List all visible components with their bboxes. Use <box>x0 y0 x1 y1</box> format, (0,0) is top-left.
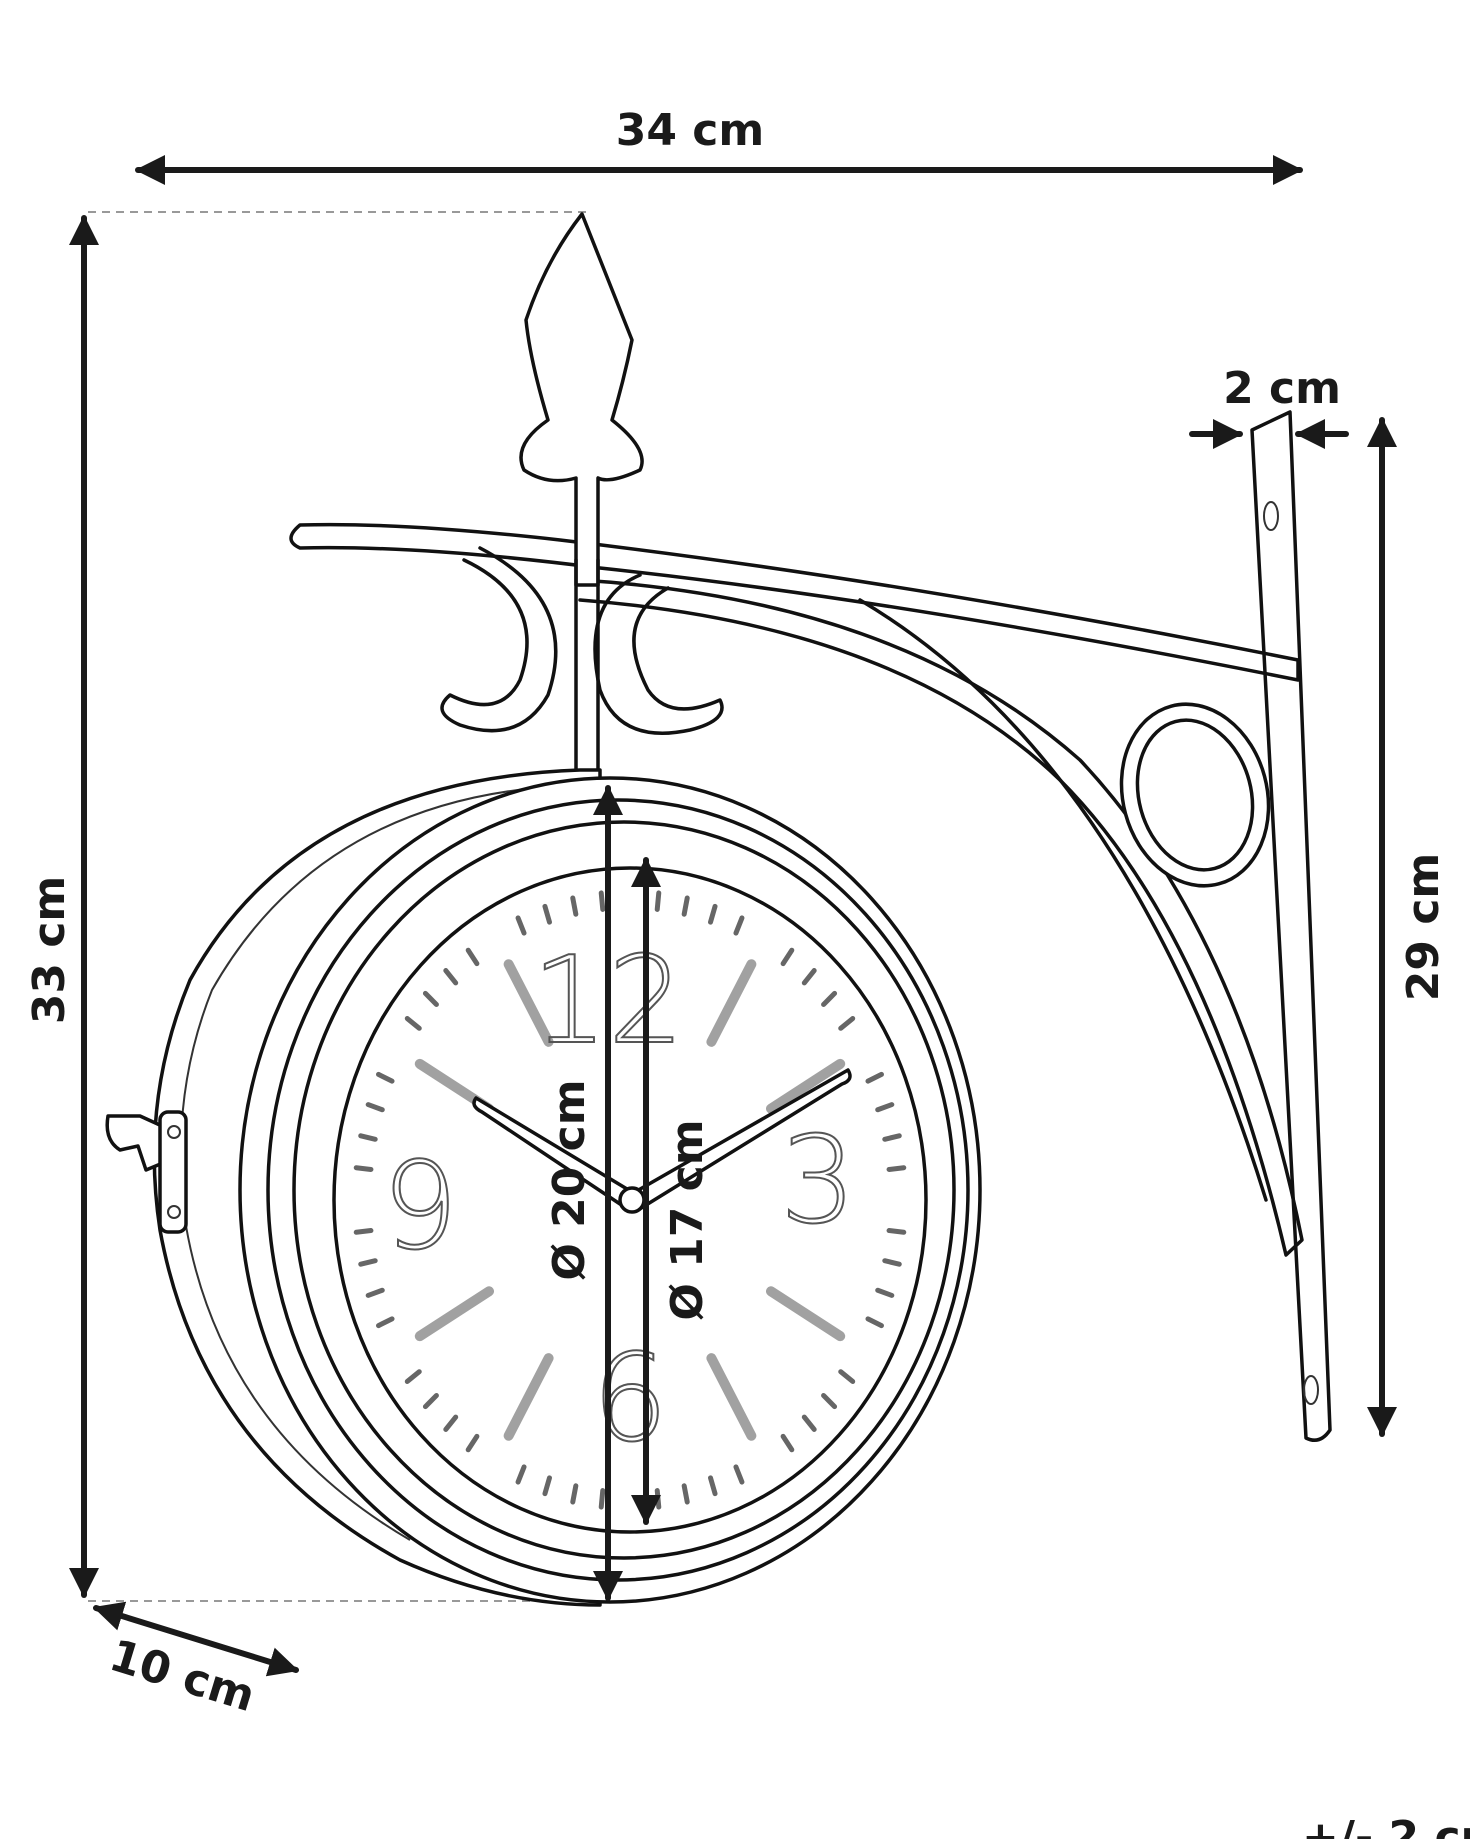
decorative-scrolls <box>440 546 724 772</box>
minute-tick <box>865 1071 884 1084</box>
outer-diameter-label: Ø 20 cm <box>544 1079 595 1280</box>
hour-marker <box>765 1286 846 1342</box>
minute-hand <box>626 1068 852 1212</box>
minute-tick <box>886 1165 907 1172</box>
minute-tick <box>465 947 480 967</box>
minute-tick <box>821 1392 838 1410</box>
width-label: 34 cm <box>616 105 764 156</box>
minute-tick <box>422 1392 439 1410</box>
minute-tick <box>358 1258 378 1267</box>
minute-tick <box>376 1316 395 1329</box>
width-dimension: 34 cm <box>135 105 1303 185</box>
depth-dimension: 10 cm <box>93 1601 299 1722</box>
bracket-height-label: 29 cm <box>1398 853 1449 1001</box>
minute-tick <box>838 1016 856 1031</box>
minute-tick <box>681 1483 690 1505</box>
bracket-thickness-label: 2 cm <box>1223 363 1341 414</box>
minute-tick <box>353 1228 374 1235</box>
hour-marker <box>706 959 757 1047</box>
bracket-thickness-dimension: 2 cm <box>1189 363 1349 449</box>
minute-ticks <box>353 890 907 1510</box>
minute-tick <box>733 1464 745 1485</box>
minute-tick <box>598 890 606 912</box>
hour-marker <box>414 1286 495 1342</box>
center-hub <box>618 1186 646 1214</box>
minute-tick <box>875 1102 895 1113</box>
minute-tick <box>865 1316 884 1329</box>
minute-tick <box>570 1483 579 1505</box>
tolerance-note: +/- 2 cm <box>1302 1812 1470 1839</box>
minute-tick <box>875 1287 895 1298</box>
numeral-3: 3 <box>780 1112 856 1251</box>
minute-tick <box>654 890 662 912</box>
minute-tick <box>801 1414 817 1432</box>
minute-tick <box>353 1165 374 1172</box>
minute-tick <box>376 1071 395 1084</box>
numeral-6: 6 <box>592 1330 668 1469</box>
finial <box>519 212 644 587</box>
depth-label: 10 cm <box>104 1630 261 1722</box>
minute-tick <box>570 895 579 917</box>
wall-bracket <box>289 410 1332 1442</box>
minute-tick <box>821 990 838 1008</box>
minute-tick <box>422 990 439 1008</box>
minute-tick <box>365 1102 385 1113</box>
minute-tick <box>707 903 718 925</box>
hour-marker <box>765 1058 846 1114</box>
minute-tick <box>358 1133 378 1142</box>
minute-tick <box>886 1228 907 1235</box>
minute-tick <box>598 1488 606 1510</box>
minute-tick <box>707 1475 718 1497</box>
dial-diameter-label: Ø 17 cm <box>662 1119 713 1320</box>
height-label: 33 cm <box>24 876 75 1024</box>
minute-tick <box>404 1369 422 1384</box>
hour-marker <box>503 959 554 1047</box>
minute-tick <box>443 1414 459 1432</box>
minute-tick <box>654 1488 662 1510</box>
minute-tick <box>404 1016 422 1031</box>
bracket-height-dimension: 29 cm <box>1367 417 1449 1437</box>
minute-tick <box>542 1475 553 1497</box>
minute-tick <box>465 1433 480 1453</box>
outer-diameter-dimension: Ø 20 cm <box>544 785 623 1601</box>
minute-tick <box>801 968 817 986</box>
hour-marker <box>706 1353 757 1441</box>
minute-tick <box>443 968 459 986</box>
minute-tick <box>780 947 795 967</box>
minute-tick <box>838 1369 856 1384</box>
minute-tick <box>780 1433 795 1453</box>
minute-tick <box>515 1464 527 1485</box>
minute-tick <box>681 895 690 917</box>
minute-tick <box>542 903 553 925</box>
minute-tick <box>882 1258 902 1267</box>
hour-marker <box>503 1353 554 1441</box>
minute-tick <box>882 1133 902 1142</box>
minute-tick <box>515 915 527 936</box>
height-dimension: 33 cm <box>24 211 600 1602</box>
dial-diameter-dimension: Ø 17 cm <box>631 857 713 1525</box>
minute-tick <box>733 915 745 936</box>
numeral-9: 9 <box>382 1138 458 1277</box>
minute-tick <box>365 1287 385 1298</box>
